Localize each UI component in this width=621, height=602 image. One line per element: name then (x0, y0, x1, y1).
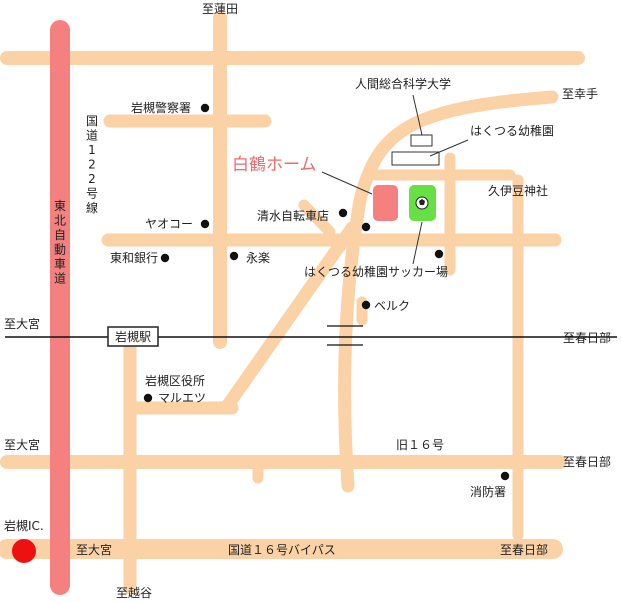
to-omiya-bypass-label: 至大宮 (76, 542, 112, 557)
to-kasukabe-bypass-label: 至春日部 (500, 542, 548, 557)
to-kasukabe-old16-label: 至春日部 (563, 454, 611, 469)
belc-label: ベルク (374, 299, 410, 313)
soccer-ball-pattern (419, 199, 425, 205)
shrine-label: 久伊豆神社 (488, 183, 548, 198)
shirazuru-home-building (373, 185, 398, 221)
bicycle-shop-label: 清水自転車店 (257, 209, 329, 223)
road-to-satte (338, 90, 559, 493)
kindergarten-building (391, 151, 440, 166)
to-omiya-rail-label: 至大宮 (4, 316, 40, 331)
to-omiya-old16-label: 至大宮 (4, 437, 40, 452)
police-dot (200, 103, 210, 113)
soccer-field-label: はくつる幼稚園サッカー場 (304, 265, 448, 279)
interchange-marker (12, 539, 36, 563)
to-koshigaya-label: 至越谷 (116, 586, 152, 600)
university-label: 人間総合科学大学 (355, 76, 451, 91)
university-building (410, 134, 433, 147)
yaoko-dot (200, 219, 210, 229)
old16-label: 旧１６号 (396, 438, 444, 452)
bypass-label: 国道１６号バイパス (228, 543, 336, 557)
poi-markers (143, 103, 510, 481)
to-hasuda-label: 至蓮田 (202, 2, 238, 16)
road-diagonal (221, 221, 359, 412)
station-label: 岩槻駅 (115, 329, 151, 344)
yaoko-label: ヤオコー (145, 217, 193, 231)
to-satte-label: 至幸手 (562, 87, 598, 101)
bank-label: 東和銀行 (110, 251, 158, 265)
ward-office-label: 岩槻区役所 (145, 373, 205, 388)
bicycle-shop-dot (338, 208, 348, 218)
maruetsu-label: マルエツ (158, 391, 206, 405)
to-kasukabe-rail-label: 至春日部 (563, 330, 611, 345)
bank-dot (160, 253, 170, 263)
belc-dot (361, 300, 371, 310)
soccer-field-dot (434, 249, 444, 259)
police-label: 岩槻警察署 (131, 100, 191, 115)
road-bicycle-branch (298, 199, 336, 238)
fire-station-dot (500, 471, 510, 481)
road-network (0, 11, 585, 595)
eiraku-label: 永楽 (246, 251, 270, 265)
interchange-label: 岩槻IC. (4, 518, 44, 533)
eiraku-dot (229, 251, 239, 261)
crossing-dot (361, 222, 371, 232)
fire-station-label: 消防署 (470, 484, 506, 499)
leader-lines (321, 94, 469, 265)
kindergarten-label: はくつる幼稚園 (470, 124, 554, 138)
railway (5, 325, 617, 346)
station-box (107, 326, 159, 347)
home-title: 白鶴ホーム (232, 155, 317, 175)
expressway-label: 東北自動車道 (54, 199, 66, 286)
maruetsu-dot (143, 393, 153, 403)
